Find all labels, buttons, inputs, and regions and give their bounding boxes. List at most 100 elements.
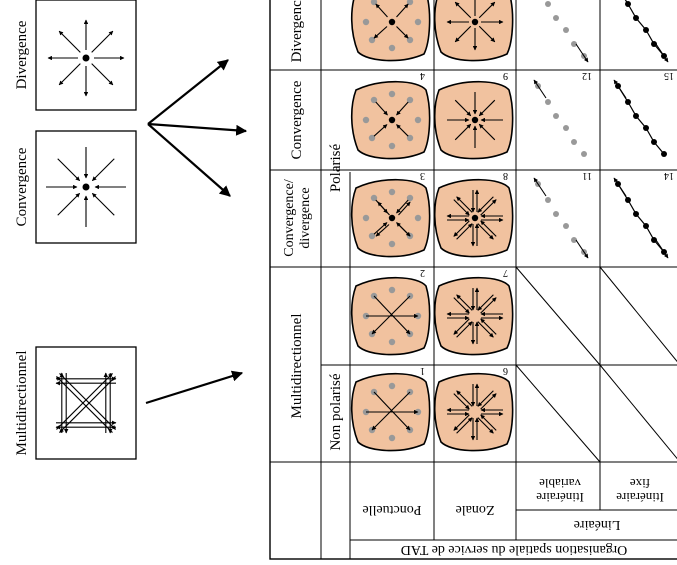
- pointer-arrows: [145, 59, 248, 405]
- cell-number-1: 1: [420, 365, 425, 376]
- pole-dot: [388, 214, 396, 222]
- route-stop: [553, 113, 559, 119]
- stop-point: [362, 116, 370, 124]
- trip-arrow: [371, 391, 411, 431]
- route-stop: [651, 139, 657, 145]
- trip-arrow: [373, 26, 388, 39]
- convergence-arrow: [91, 158, 115, 182]
- arrow-to-convergence-divergence: [147, 123, 231, 197]
- stop-point: [370, 194, 378, 202]
- stop-point: [388, 382, 396, 390]
- header-non-polarise: Non polarisé: [328, 373, 344, 450]
- row-zonale: Zonale: [456, 502, 495, 517]
- route-stop: [625, 99, 631, 105]
- linear-route: [613, 79, 667, 157]
- route-stop: [571, 237, 577, 243]
- cell-number-14: 14: [664, 170, 674, 181]
- legend-divergence: Divergence: [14, 0, 137, 111]
- route-stop: [571, 41, 577, 47]
- zone-arrow: [480, 220, 497, 237]
- row-ponctuelle: Ponctuelle: [362, 502, 421, 517]
- zone-arrow: [477, 196, 494, 213]
- header-convergence: Convergence: [289, 80, 305, 159]
- cell-number-9: 9: [503, 70, 508, 81]
- zone-arrow: [478, 25, 496, 43]
- trip-arrow: [396, 26, 409, 39]
- route-arrow: [533, 177, 547, 197]
- cell-number-2: 2: [420, 267, 425, 278]
- classification-table: [269, 0, 677, 560]
- zone-arrow: [454, 25, 472, 43]
- route-stop: [643, 27, 649, 33]
- pole-dot: [471, 116, 479, 124]
- column-headers: Divergence Convergence Convergence/ dive…: [282, 0, 344, 451]
- zone-arrow: [478, 123, 496, 141]
- multi-arrow: [56, 376, 113, 433]
- trip-arrow: [396, 124, 409, 137]
- route-stop: [633, 15, 639, 21]
- header-multidirectionnel: Multidirectionnel: [289, 314, 305, 419]
- header-polarise: Polarisé: [328, 143, 344, 192]
- route-stop: [643, 125, 649, 131]
- stop-point: [406, 96, 414, 104]
- stop-point: [368, 232, 376, 240]
- stop-point: [414, 18, 422, 26]
- stop-point: [368, 134, 376, 142]
- legend-convergence-label: Convergence: [14, 147, 30, 226]
- zone-arrow: [480, 393, 497, 410]
- zone-arrow: [454, 1, 472, 19]
- cell-number-6: 6: [503, 365, 508, 376]
- row-itineraire-fixe-l2: fixe: [630, 476, 650, 491]
- row-headers: Ponctuelle Zonale Itinéraire variable It…: [362, 476, 663, 557]
- stop-point: [406, 194, 414, 202]
- stop-point: [370, 96, 378, 104]
- zone-cell: [350, 372, 431, 452]
- stop-point: [388, 286, 396, 294]
- zone-cell: [350, 80, 431, 160]
- multi-arrow: [56, 373, 113, 430]
- route-stop: [553, 211, 559, 217]
- cell-number-7: 7: [503, 267, 508, 278]
- zone-cell: [350, 276, 431, 356]
- divergence-arrow: [58, 63, 81, 86]
- cell-number-3: 3: [420, 170, 425, 181]
- trip-arrow: [396, 3, 409, 18]
- route-arrow: [575, 43, 589, 63]
- trip-arrow: [398, 201, 411, 216]
- zone-arrow: [456, 417, 473, 434]
- trip-arrow: [375, 224, 390, 237]
- divergence-arrow: [91, 63, 114, 86]
- route-stop: [571, 139, 577, 145]
- stop-point: [388, 90, 396, 98]
- zone-arrow: [480, 414, 497, 431]
- zone-arrow: [454, 99, 472, 117]
- route-stop: [545, 197, 551, 203]
- trip-arrow: [375, 3, 388, 18]
- zone-arrow: [456, 390, 473, 407]
- stop-point: [388, 44, 396, 52]
- multidirectional-arrows-icon: [55, 372, 117, 434]
- route-stop: [625, 1, 631, 7]
- zone-arrow: [480, 297, 497, 314]
- zone-arrow: [456, 294, 473, 311]
- service-zone: [433, 0, 514, 62]
- convergence-arrow: [91, 192, 115, 216]
- pole-dot: [388, 18, 396, 26]
- pole-dot: [388, 116, 396, 124]
- linear-route: [545, 1, 589, 63]
- route-stop: [563, 125, 569, 131]
- stop-point: [388, 338, 396, 346]
- stop-point: [388, 142, 396, 150]
- zone-arrow: [477, 390, 494, 407]
- trip-arrow: [396, 101, 409, 116]
- route-stop: [563, 223, 569, 229]
- header-divergence: Divergence: [289, 0, 305, 62]
- zone-arrow: [477, 417, 494, 434]
- linear-route: [613, 177, 669, 259]
- route-arrow: [533, 79, 547, 99]
- header-convergence-divergence-line1: Convergence/: [282, 179, 297, 257]
- trip-arrow: [373, 124, 388, 137]
- pole-dot: [471, 18, 479, 26]
- zone-arrow: [453, 199, 470, 216]
- legend-convergence: Convergence: [14, 130, 137, 244]
